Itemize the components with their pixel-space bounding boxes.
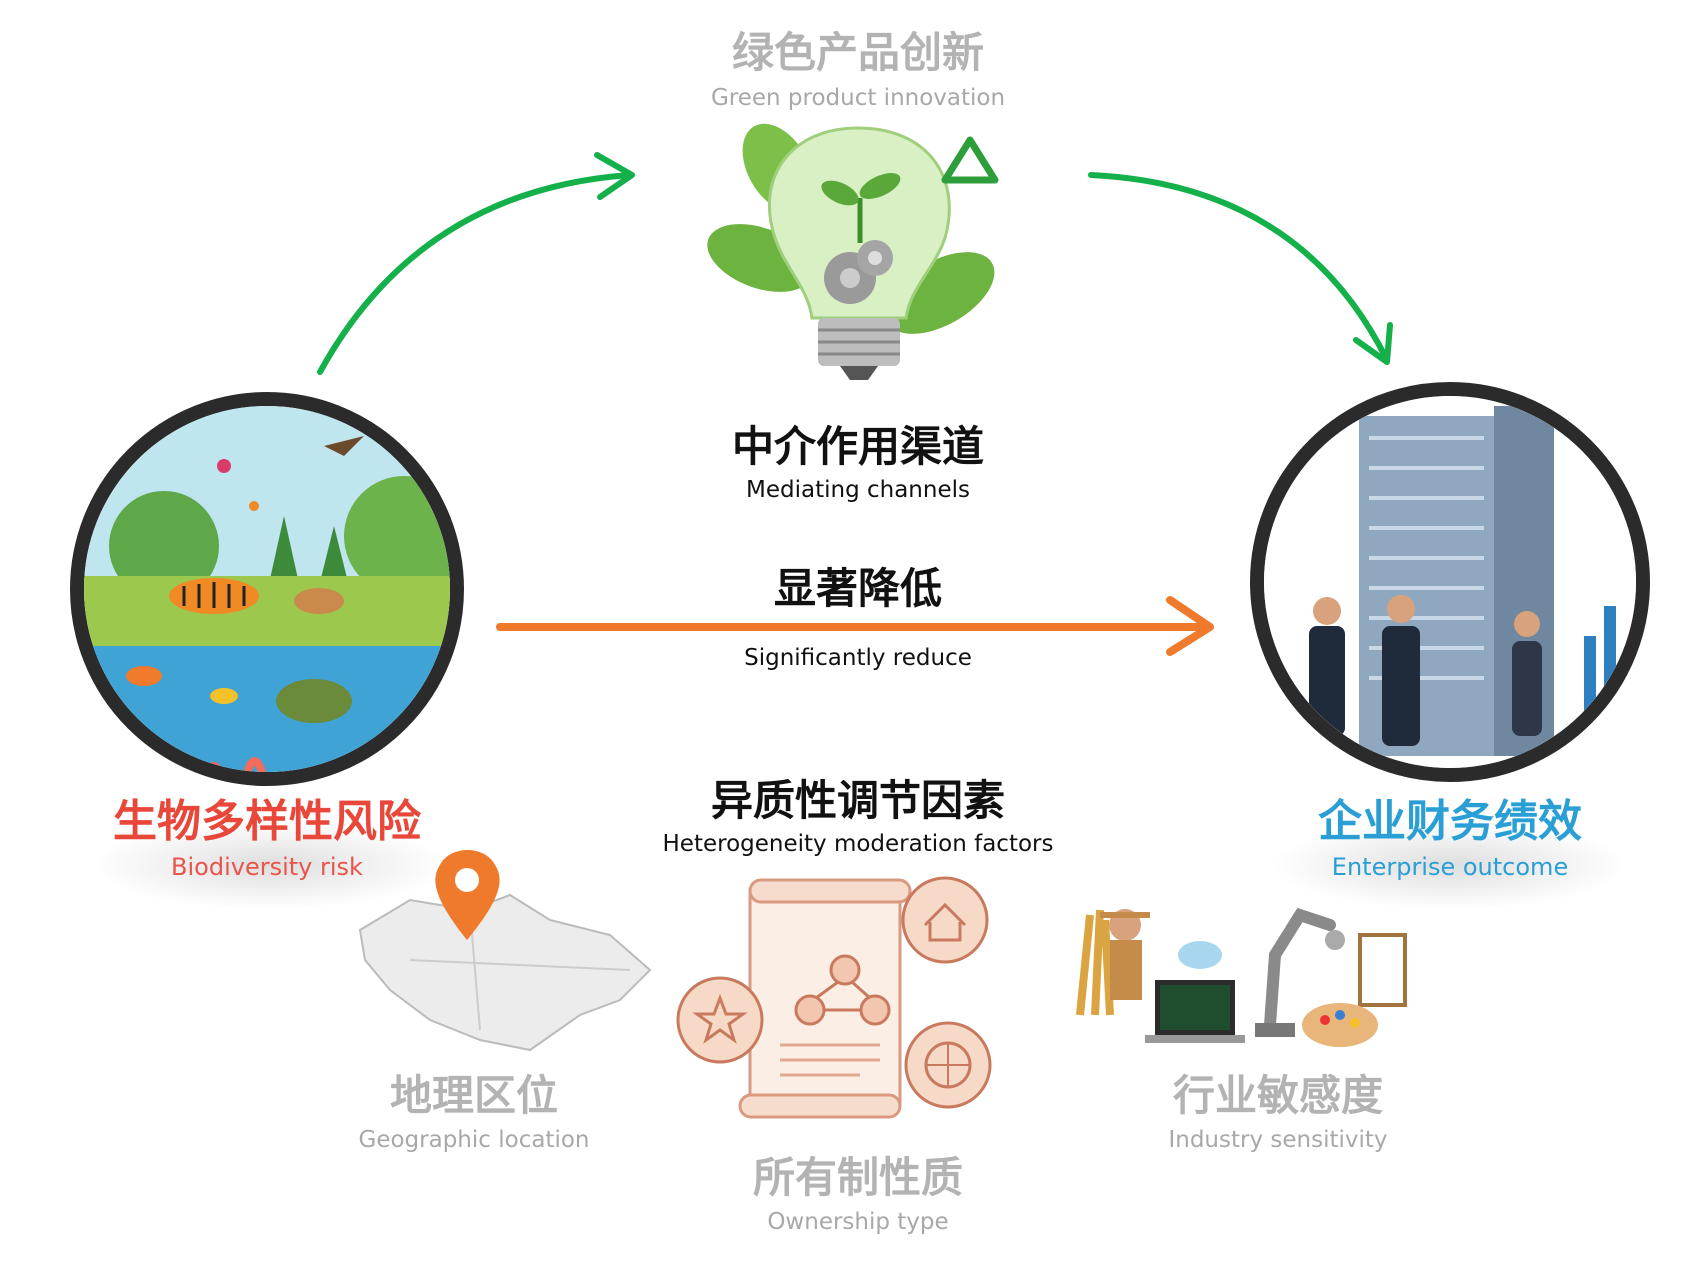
dependent-variable-en: Enterprise outcome [1331, 853, 1569, 881]
mediating-channels-en: Mediating channels [746, 477, 970, 503]
main-effect-label-zh: 显著降低 [773, 564, 943, 613]
independent-variable-zh: 生物多样性风险 [113, 796, 421, 847]
lightbulb-icon [707, 123, 999, 380]
moderator-geographic-en: Geographic location [358, 1127, 590, 1153]
mediating-channels-zh: 中介作用渠道 [731, 422, 985, 471]
independent-variable-en: Biodiversity risk [171, 853, 363, 881]
mediator-title-zh: 绿色产品创新 [731, 28, 985, 77]
main-effect-label-en: Significantly reduce [744, 645, 972, 671]
moderator-ownership-zh: 所有制性质 [752, 1153, 964, 1202]
recycle-icon [941, 136, 999, 184]
enterprise-illustration [1250, 382, 1650, 782]
moderator-ownership-en: Ownership type [767, 1209, 949, 1235]
moderator-industry-en: Industry sensitivity [1168, 1127, 1388, 1153]
biodiversity-illustration [70, 392, 464, 786]
moderators-title-zh: 异质性调节因素 [710, 776, 1006, 825]
map-pin-icon [358, 850, 652, 1052]
dependent-variable-zh: 企业财务绩效 [1318, 796, 1582, 847]
moderator-industry-zh: 行业敏感度 [1172, 1071, 1384, 1120]
moderators-title-en: Heterogeneity moderation factors [662, 831, 1054, 857]
mediation-arrow-left [317, 152, 635, 375]
mediator-title-en: Green product innovation [710, 85, 1006, 111]
scroll-icon [676, 876, 992, 1119]
house-icon [923, 902, 967, 942]
mediation-arrow-right [1088, 172, 1393, 365]
moderator-geographic-zh: 地理区位 [389, 1071, 559, 1120]
label-shadow [1270, 820, 1630, 910]
label-shadow [90, 820, 450, 910]
star-seal-icon [692, 993, 748, 1044]
main-effect-arrow [496, 596, 1214, 656]
industry-icon [1076, 907, 1407, 1047]
